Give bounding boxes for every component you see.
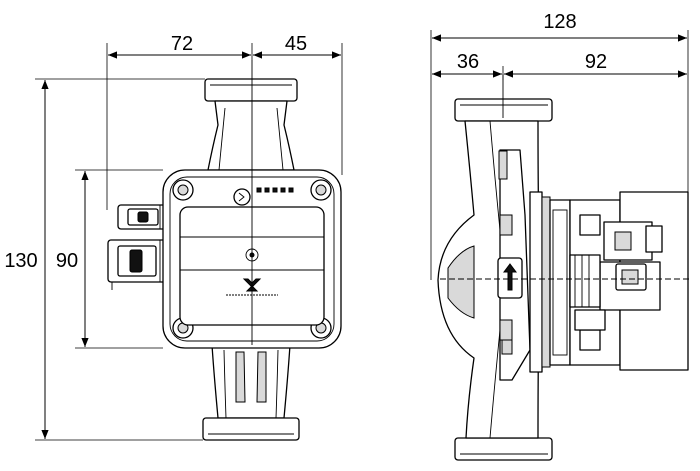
side-motor [497, 149, 531, 381]
dim-label-36: 36 [457, 51, 479, 73]
front-view [107, 60, 342, 441]
status-leds [256, 187, 294, 193]
side-view [437, 74, 690, 461]
dim-label-128: 128 [543, 11, 576, 33]
dim-side-top: 128 36 92 [430, 11, 689, 280]
flow-direction-arrow-icon [503, 263, 517, 291]
front-power-connector-top [117, 204, 169, 230]
side-mounting-flange [529, 191, 571, 373]
dim-label-92: 92 [585, 51, 607, 73]
front-power-connector-bottom [107, 239, 171, 290]
dim-label-130: 130 [4, 250, 37, 272]
front-pump-body [202, 78, 300, 441]
dim-front-left: 130 90 [4, 78, 205, 441]
dim-label-72: 72 [171, 33, 193, 55]
mode-button-icon [233, 188, 251, 206]
dim-front-top: 72 45 [106, 33, 343, 210]
dim-label-45: 45 [285, 33, 307, 55]
dim-label-90: 90 [56, 250, 78, 272]
side-control-box [569, 191, 689, 371]
